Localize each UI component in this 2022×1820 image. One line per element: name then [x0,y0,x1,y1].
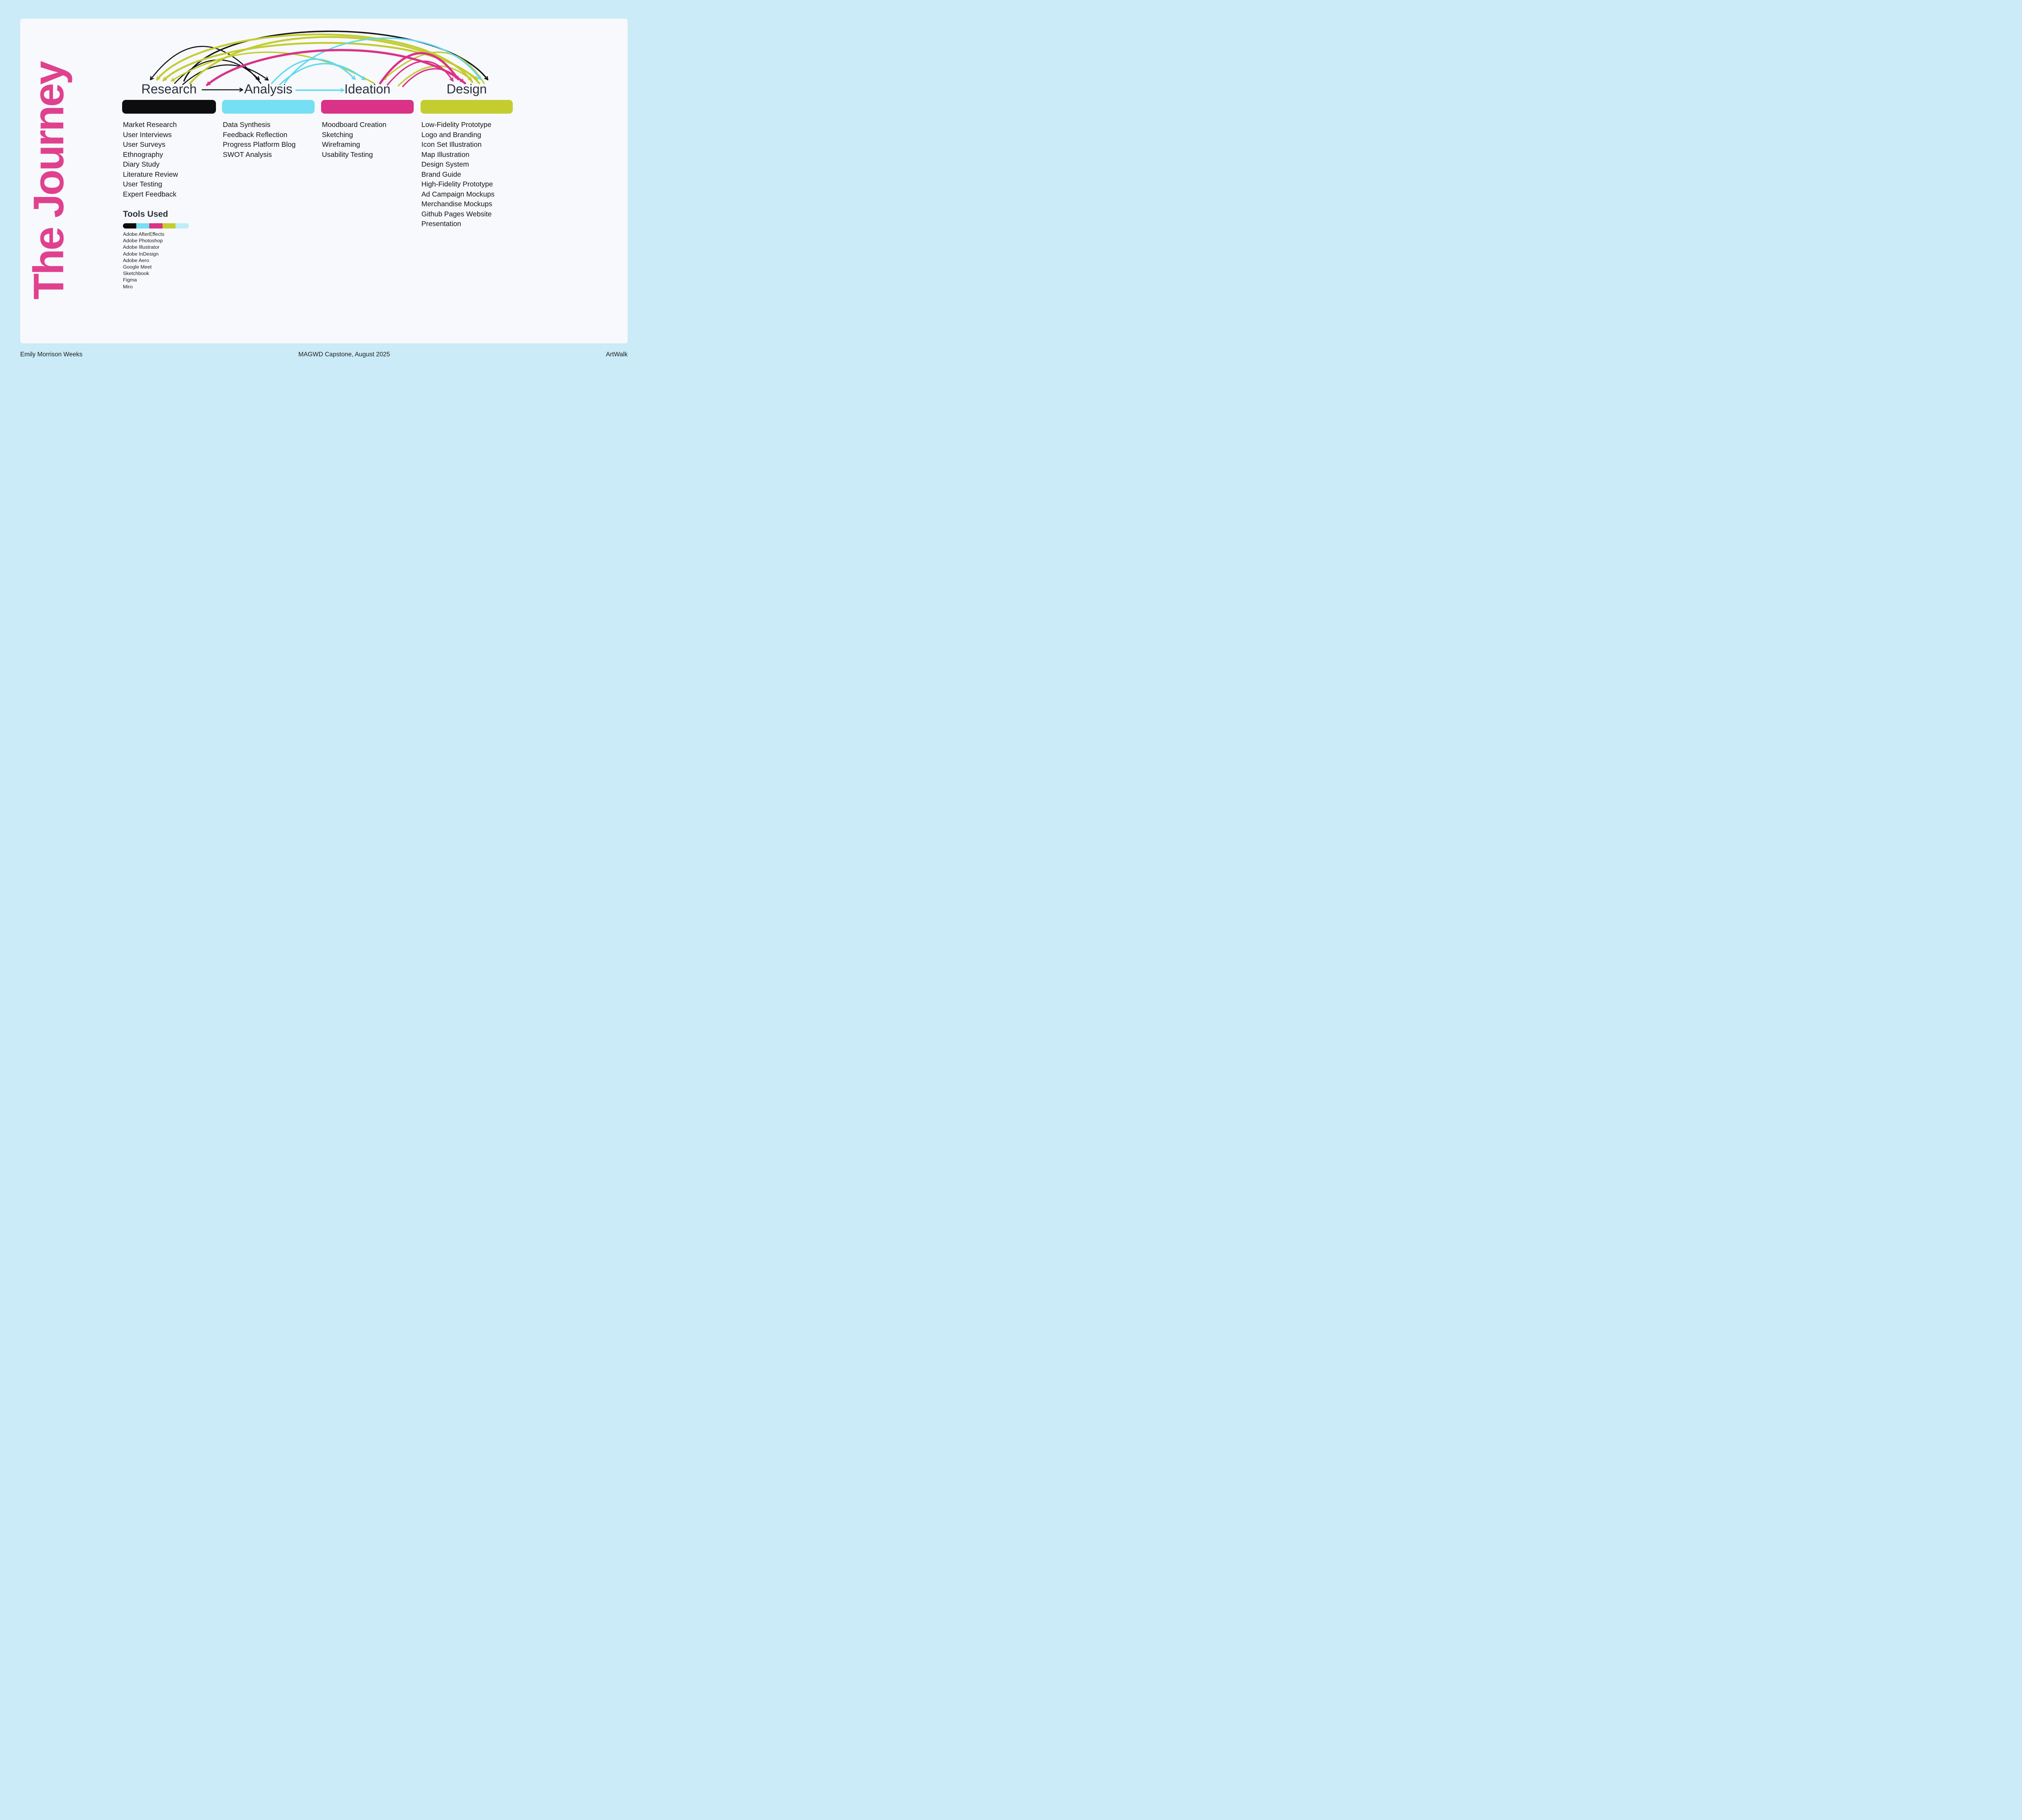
phase-column-design: Design Low-Fidelity Prototype Logo and B… [421,80,513,229]
task-item: SWOT Analysis [223,150,272,159]
task-item: Merchandise Mockups [421,200,493,208]
tool-item: Adobe Illustrator [123,244,160,250]
task-item: Brand Guide [421,170,461,178]
tools-heading: Tools Used [123,210,168,219]
task-item: Literature Review [123,170,178,178]
task-item: Map Illustration [421,150,470,159]
phase-color-bar-analysis [222,100,315,114]
task-item: Design System [421,160,469,168]
task-item: Wireframing [322,140,360,148]
task-item: Ad Campaign Mockups [421,190,495,198]
slide: The Journey [0,0,647,364]
task-list-research: Market Research User Interviews User Sur… [122,120,216,199]
phase-color-bar-design [421,100,513,114]
task-item: Data Synthesis [223,121,271,129]
tools-palette-strip [123,223,189,229]
task-item: Icon Set Illustration [421,140,482,148]
slide-footer: Emily Morrison Weeks MAGWD Capstone, Aug… [20,351,628,358]
task-item: Progress Platform Blog [223,140,296,148]
phase-color-bar-ideation [321,100,414,114]
palette-swatch-cyan [136,223,150,229]
task-item: High-Fidelity Prototype [421,180,493,188]
journey-title-text: The Journey [25,62,73,300]
phase-column-analysis: Analysis Data Synthesis Feedback Reflect… [222,80,315,159]
task-item: Sketching [322,130,353,139]
task-item: User Surveys [123,140,166,148]
task-item: User Interviews [123,130,172,139]
task-item: Moodboard Creation [322,121,387,129]
palette-swatch-pink [149,223,163,229]
task-item: Usability Testing [322,150,373,159]
tool-item: Adobe Aero [123,257,149,263]
footer-event: ArtWalk [606,351,628,358]
phase-column-research: Research Market Research User Interviews… [122,80,216,199]
task-item: Low-Fidelity Prototype [421,121,492,129]
palette-swatch-yellow [162,223,176,229]
tools-list: Adobe AfterEffects Adobe Photoshop Adobe… [123,231,244,290]
phase-color-bar-research [122,100,216,114]
task-item: User Testing [123,180,162,188]
slide-card [20,19,628,343]
task-list-design: Low-Fidelity Prototype Logo and Branding… [421,120,513,229]
phase-heading-design: Design [446,82,487,96]
tool-item: Miro [123,284,133,290]
tool-item: Google Meet [123,264,152,270]
task-item: Ethnography [123,150,163,159]
task-item: Feedback Reflection [223,130,288,139]
tool-item: Adobe Photoshop [123,238,163,244]
tool-item: Sketchbook [123,271,149,277]
journey-title: The Journey [2,19,95,343]
task-item: Market Research [123,121,177,129]
task-item: Presentation [421,220,461,228]
tools-used-section: Tools Used Adobe AfterEffects Adobe Phot… [123,208,244,290]
task-item: Github Pages Website [421,210,492,218]
palette-swatch-black [123,223,136,229]
tool-item: Adobe AfterEffects [123,231,165,237]
task-list-ideation: Moodboard Creation Sketching Wireframing… [321,120,414,159]
footer-course: MAGWD Capstone, August 2025 [298,351,390,358]
task-item: Expert Feedback [123,190,177,198]
phase-heading-research: Research [141,82,197,96]
task-item: Logo and Branding [421,130,481,139]
phase-heading-ideation: Ideation [344,82,391,96]
task-item: Diary Study [123,160,160,168]
palette-swatch-pale [176,223,189,229]
task-list-analysis: Data Synthesis Feedback Reflection Progr… [222,120,315,159]
phase-column-ideation: Ideation Moodboard Creation Sketching Wi… [321,80,414,159]
tool-item: Adobe InDesign [123,251,159,257]
tool-item: Figma [123,277,137,283]
phase-heading-analysis: Analysis [244,82,293,96]
footer-author: Emily Morrison Weeks [20,351,82,358]
